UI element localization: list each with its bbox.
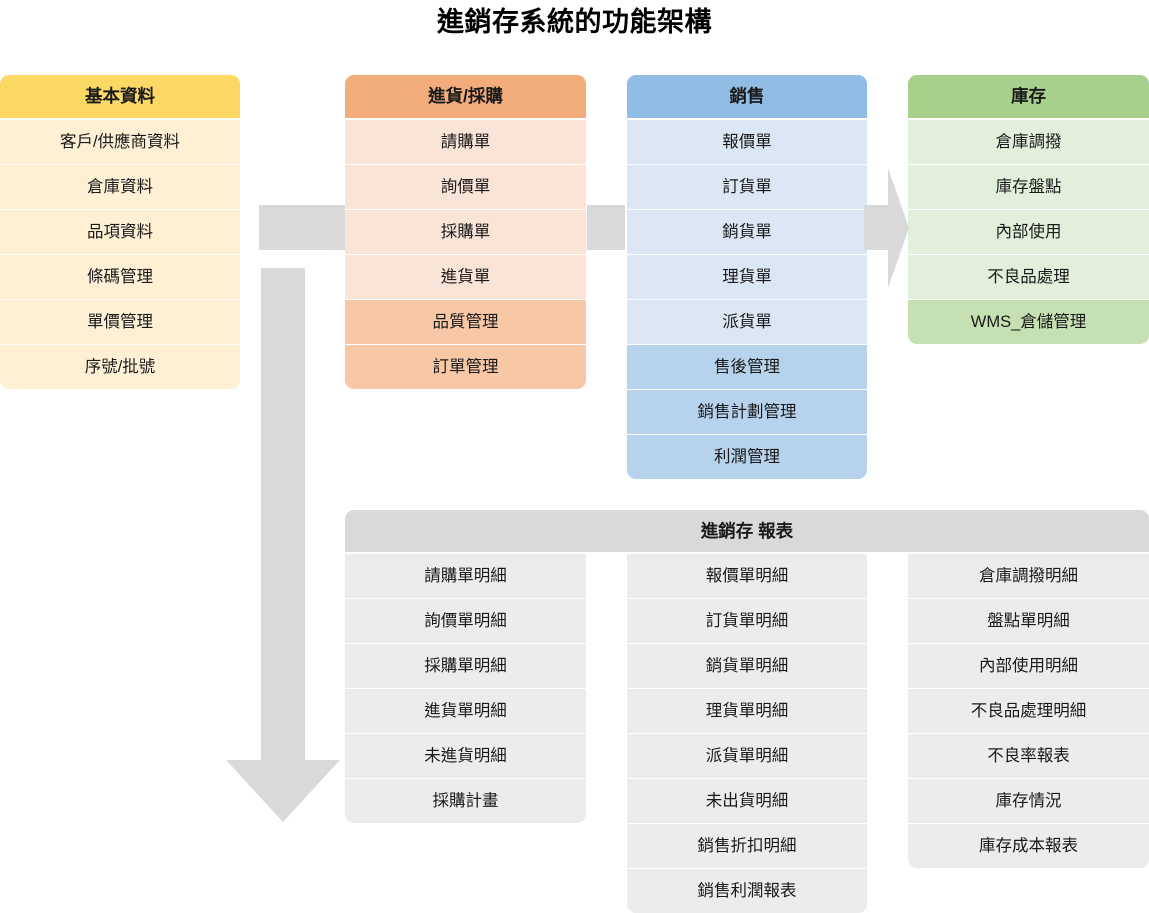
report-item-stock-1[interactable]: 盤點單明細 (908, 599, 1149, 643)
column-item-basic-2[interactable]: 品項資料 (0, 210, 240, 254)
column-inventory: 庫存 倉庫調撥 庫存盤點 內部使用 不良品處理 WMS_倉儲管理 (908, 75, 1149, 344)
column-item-sales-3[interactable]: 理貨單 (627, 255, 867, 299)
column-item-purchase-5[interactable]: 訂單管理 (345, 345, 586, 389)
column-sales: 銷售 報價單 訂貨單 銷貨單 理貨單 派貨單 售後管理 銷售計劃管理 利潤管理 (627, 75, 867, 479)
report-item-sales-7[interactable]: 銷售利潤報表 (627, 869, 867, 913)
report-item-purchase-4[interactable]: 未進貨明細 (345, 734, 586, 778)
column-purchasing: 進貨/採購 請購單 詢價單 採購單 進貨單 品質管理 訂單管理 (345, 75, 586, 389)
column-item-stock-4[interactable]: WMS_倉儲管理 (908, 300, 1149, 344)
column-item-basic-1[interactable]: 倉庫資料 (0, 165, 240, 209)
page-title: 進銷存系統的功能架構 (437, 7, 712, 37)
column-item-purchase-1[interactable]: 詢價單 (345, 165, 586, 209)
report-item-sales-1[interactable]: 訂貨單明細 (627, 599, 867, 643)
column-item-purchase-0[interactable]: 請購單 (345, 120, 586, 164)
column-header-basic-data: 基本資料 (0, 75, 240, 118)
column-item-stock-0[interactable]: 倉庫調撥 (908, 120, 1149, 164)
connector-purchasing-to-sales (587, 205, 625, 250)
column-header-inventory: 庫存 (908, 75, 1149, 118)
report-item-sales-3[interactable]: 理貨單明細 (627, 689, 867, 733)
column-item-sales-5[interactable]: 售後管理 (627, 345, 867, 389)
column-item-sales-6[interactable]: 銷售計劃管理 (627, 390, 867, 434)
report-item-stock-6[interactable]: 庫存成本報表 (908, 824, 1149, 868)
report-item-purchase-0[interactable]: 請購單明細 (345, 554, 586, 598)
column-item-purchase-2[interactable]: 採購單 (345, 210, 586, 254)
column-item-basic-4[interactable]: 單價管理 (0, 300, 240, 344)
arrow-right-icon (864, 168, 909, 288)
report-item-sales-6[interactable]: 銷售折扣明細 (627, 824, 867, 868)
report-item-stock-2[interactable]: 內部使用明細 (908, 644, 1149, 688)
column-item-sales-7[interactable]: 利潤管理 (627, 435, 867, 479)
report-item-sales-2[interactable]: 銷貨單明細 (627, 644, 867, 688)
report-item-purchase-1[interactable]: 詢價單明細 (345, 599, 586, 643)
report-item-purchase-3[interactable]: 進貨單明細 (345, 689, 586, 733)
column-item-stock-3[interactable]: 不良品處理 (908, 255, 1149, 299)
report-item-purchase-5[interactable]: 採購計畫 (345, 779, 586, 823)
report-item-stock-5[interactable]: 庫存情況 (908, 779, 1149, 823)
column-item-stock-1[interactable]: 庫存盤點 (908, 165, 1149, 209)
column-item-sales-2[interactable]: 銷貨單 (627, 210, 867, 254)
report-column-sales: 報價單明細 訂貨單明細 銷貨單明細 理貨單明細 派貨單明細 未出貨明細 銷售折扣… (627, 554, 867, 913)
column-header-sales: 銷售 (627, 75, 867, 118)
report-header: 進銷存 報表 (345, 510, 1149, 552)
connector-basic-to-purchasing (259, 205, 345, 250)
column-item-basic-0[interactable]: 客戶/供應商資料 (0, 120, 240, 164)
report-column-purchasing: 請購單明細 詢價單明細 採購單明細 進貨單明細 未進貨明細 採購計畫 (345, 554, 586, 823)
column-item-basic-5[interactable]: 序號/批號 (0, 345, 240, 389)
report-item-stock-3[interactable]: 不良品處理明細 (908, 689, 1149, 733)
report-block: 進銷存 報表 請購單明細 詢價單明細 採購單明細 進貨單明細 未進貨明細 採購計… (345, 510, 1149, 913)
column-item-purchase-4[interactable]: 品質管理 (345, 300, 586, 344)
column-header-purchasing: 進貨/採購 (345, 75, 586, 118)
column-item-sales-0[interactable]: 報價單 (627, 120, 867, 164)
column-item-stock-2[interactable]: 內部使用 (908, 210, 1149, 254)
report-item-sales-4[interactable]: 派貨單明細 (627, 734, 867, 778)
column-item-sales-1[interactable]: 訂貨單 (627, 165, 867, 209)
report-item-stock-4[interactable]: 不良率報表 (908, 734, 1149, 778)
report-item-stock-0[interactable]: 倉庫調撥明細 (908, 554, 1149, 598)
column-item-purchase-3[interactable]: 進貨單 (345, 255, 586, 299)
column-item-sales-4[interactable]: 派貨單 (627, 300, 867, 344)
column-basic-data: 基本資料 客戶/供應商資料 倉庫資料 品項資料 條碼管理 單價管理 序號/批號 (0, 75, 240, 389)
report-item-purchase-2[interactable]: 採購單明細 (345, 644, 586, 688)
report-column-inventory: 倉庫調撥明細 盤點單明細 內部使用明細 不良品處理明細 不良率報表 庫存情況 庫… (908, 554, 1149, 868)
report-item-sales-0[interactable]: 報價單明細 (627, 554, 867, 598)
column-item-basic-3[interactable]: 條碼管理 (0, 255, 240, 299)
report-item-sales-5[interactable]: 未出貨明細 (627, 779, 867, 823)
arrow-down-icon (226, 268, 340, 822)
